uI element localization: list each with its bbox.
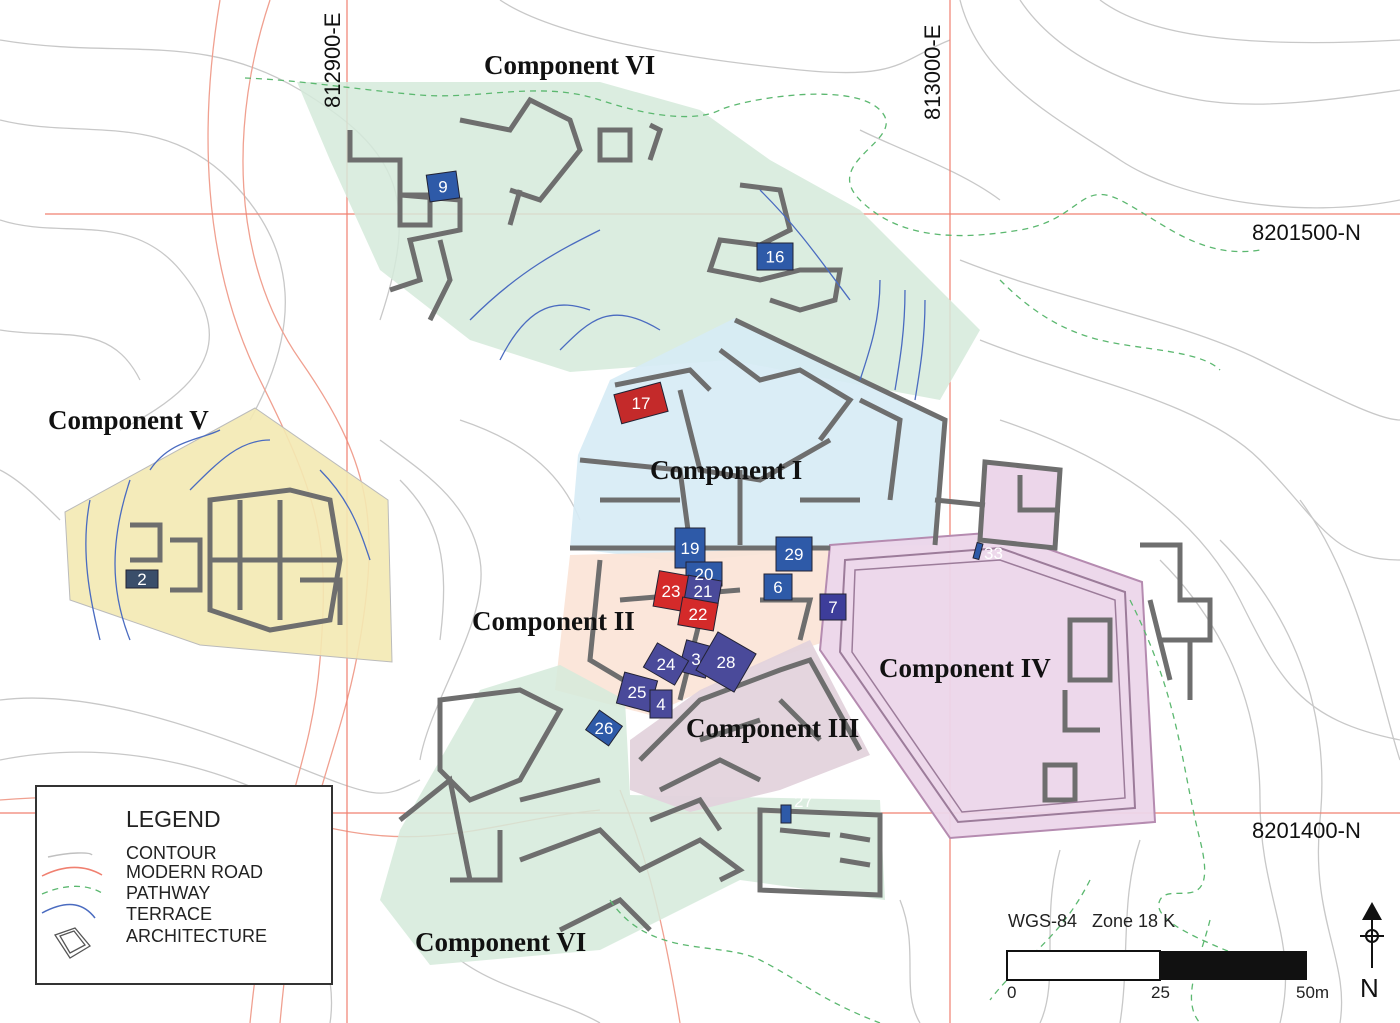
datum-label: WGS-84 Zone 18 K <box>1008 911 1175 931</box>
legend-item-modern-road: MODERN ROAD <box>126 862 263 882</box>
component-vi-north-area <box>297 82 980 400</box>
unit-label: 3 <box>691 650 700 669</box>
unit-label: 16 <box>766 248 785 267</box>
unit-label: 17 <box>632 394 651 413</box>
unit-label: 23 <box>662 582 681 601</box>
easting-label-813000: 813000-E <box>920 25 945 120</box>
component-v-area <box>64 407 393 663</box>
scale-tick-50: 50m <box>1296 983 1329 1002</box>
architecture-walls <box>130 96 1213 933</box>
component-vi-north-label: Component VI <box>484 50 655 80</box>
unit-box-26 <box>584 709 624 747</box>
unit-box-6 <box>763 573 793 601</box>
component-iii-label: Component III <box>686 713 859 743</box>
unit-label: 21 <box>694 582 713 601</box>
road-legend-icon <box>41 866 103 877</box>
scale-tick-0: 0 <box>1007 983 1016 1002</box>
unit-label: 27 <box>794 792 813 811</box>
unit-box-4 <box>649 689 673 719</box>
unit-box-27 <box>780 804 792 824</box>
unit-label: 33 <box>984 544 1003 563</box>
architecture-legend-icon <box>54 927 91 959</box>
legend: LEGEND CONTOUR MODERN ROAD PATHWAY TERRA… <box>35 785 333 985</box>
pathway-legend-icon <box>41 885 103 895</box>
unit-box-29 <box>775 536 813 572</box>
terrace-legend-icon <box>41 903 96 919</box>
unit-box-22 <box>677 596 719 632</box>
north-label: N <box>1360 973 1379 1003</box>
legend-item-architecture: ARCHITECTURE <box>126 926 267 946</box>
unit-box-16 <box>756 242 794 271</box>
unit-label: 22 <box>689 605 708 624</box>
component-i-label: Component I <box>650 455 802 485</box>
legend-title: LEGEND <box>126 806 221 832</box>
component-iv-area <box>818 530 1157 840</box>
excavation-unit-labels: 9 16 17 2 19 20 29 23 21 22 6 7 3 24 28 25 4 26 27 33 <box>137 178 1003 812</box>
unit-label: 7 <box>828 598 837 617</box>
unit-box-17 <box>613 381 669 425</box>
unit-box-7 <box>819 593 847 621</box>
unit-label: 28 <box>717 653 736 672</box>
component-vi-south-label: Component VI <box>415 927 586 957</box>
unit-label: 19 <box>681 539 700 558</box>
component-ii-area <box>555 548 830 715</box>
unit-label: 25 <box>628 683 647 702</box>
legend-item-pathway: PATHWAY <box>126 883 210 903</box>
unit-box-2 <box>125 569 159 589</box>
unit-label: 6 <box>773 578 782 597</box>
terraces <box>85 189 926 641</box>
unit-box-9 <box>425 170 461 203</box>
northing-label-8201500: 8201500-N <box>1252 220 1361 245</box>
legend-item-terrace: TERRACE <box>126 904 212 924</box>
unit-label: 29 <box>785 545 804 564</box>
scale-tick-25: 25 <box>1151 983 1170 1002</box>
component-vi-south-area <box>380 665 885 965</box>
unit-label: 20 <box>695 565 714 584</box>
component-iv-label: Component IV <box>879 653 1051 683</box>
contour-legend-icon <box>47 852 93 858</box>
unit-label: 24 <box>657 655 676 674</box>
unit-label: 26 <box>595 719 614 738</box>
excavation-unit-boxes <box>125 170 984 824</box>
component-v-label: Component V <box>48 405 209 435</box>
unit-box-28 <box>695 631 757 693</box>
unit-box-33 <box>972 541 984 561</box>
unit-label: 4 <box>656 695 665 714</box>
scale-bar: WGS-84 Zone 18 K 0 25 50m <box>1006 911 1329 1002</box>
component-ii-label: Component II <box>472 606 635 636</box>
northing-label-8201400: 8201400-N <box>1252 818 1361 843</box>
easting-label-812900: 812900-E <box>320 13 345 108</box>
unit-box-19 <box>674 527 706 569</box>
legend-item-contour: CONTOUR <box>126 843 217 863</box>
north-arrow-icon: N <box>1360 902 1384 1003</box>
unit-label: 2 <box>137 570 146 589</box>
component-iii-area <box>630 640 870 812</box>
unit-box-24 <box>642 642 690 686</box>
unit-label: 9 <box>438 178 447 197</box>
